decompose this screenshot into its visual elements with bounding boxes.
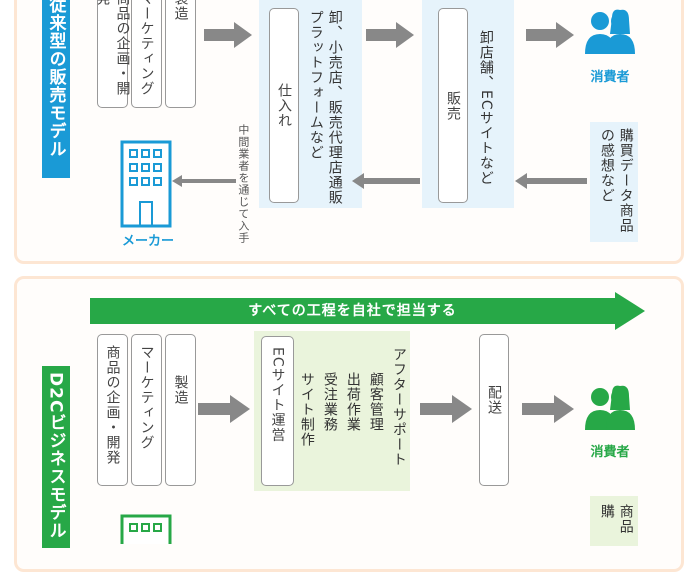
purchase-box: 仕入れ — [269, 8, 299, 203]
ec-task-site: サイト制作 — [298, 372, 315, 447]
step-marketing: マーケティング — [131, 334, 162, 486]
feedback-text: 購買データ商品の感想など — [598, 128, 634, 233]
arrow-right-icon — [522, 395, 574, 423]
arrow-right-icon — [420, 395, 472, 423]
ec-task-support: アフターサポート — [390, 347, 407, 467]
feedback-area — [590, 122, 638, 242]
all-processes-banner-arrow — [90, 292, 645, 330]
ec-site-box: ECサイト運営 — [261, 336, 294, 486]
building-icon — [120, 514, 172, 544]
sales-box: 販売 — [438, 8, 468, 203]
consumer-label: 消費者 — [590, 445, 630, 460]
delivery-box: 配送 — [479, 334, 509, 486]
consumer-icon — [585, 385, 635, 430]
step-manufacturing: 製造 — [165, 334, 196, 486]
d2c-model-label: D2Cビジネスモデル — [42, 366, 70, 548]
traditional-model-label: 従来型の販売モデル — [42, 0, 70, 178]
middleman-note: 中間業者を通じて入手 — [236, 124, 250, 244]
step-planning: 商品の企画・開発 — [97, 334, 128, 486]
ec-task-shipping: 出荷作業 — [344, 372, 361, 432]
retail-area — [422, 0, 514, 208]
all-processes-banner-text: すべての工程を自社で担当する — [248, 303, 457, 319]
wholesale-text: 卸、小売店、販売代理店通販プラットフォームなど — [307, 10, 343, 205]
arrow-right-icon — [204, 22, 252, 48]
arrow-left-icon — [172, 175, 236, 187]
arrow-right-icon — [526, 22, 574, 48]
arrow-right-icon — [198, 395, 250, 423]
feedback-text: 商品購 — [598, 504, 634, 534]
step-marketing: マーケティング — [131, 0, 162, 108]
step-planning: 商品の企画・開発 — [95, 0, 131, 108]
arrow-right-icon — [366, 22, 414, 48]
maker-label: メーカー — [121, 234, 174, 249]
ec-task-orders: 受注業務 — [321, 372, 338, 432]
arrow-left-icon — [515, 173, 587, 189]
building-icon — [120, 140, 172, 228]
step-manufacturing: 製造 — [165, 0, 196, 108]
consumer-icon — [585, 9, 635, 54]
arrow-left-icon — [352, 173, 420, 189]
ec-task-customer: 顧客管理 — [367, 372, 384, 432]
consumer-label: 消費者 — [590, 70, 630, 85]
retail-text: 卸店舗、ECサイトなど — [477, 30, 494, 186]
